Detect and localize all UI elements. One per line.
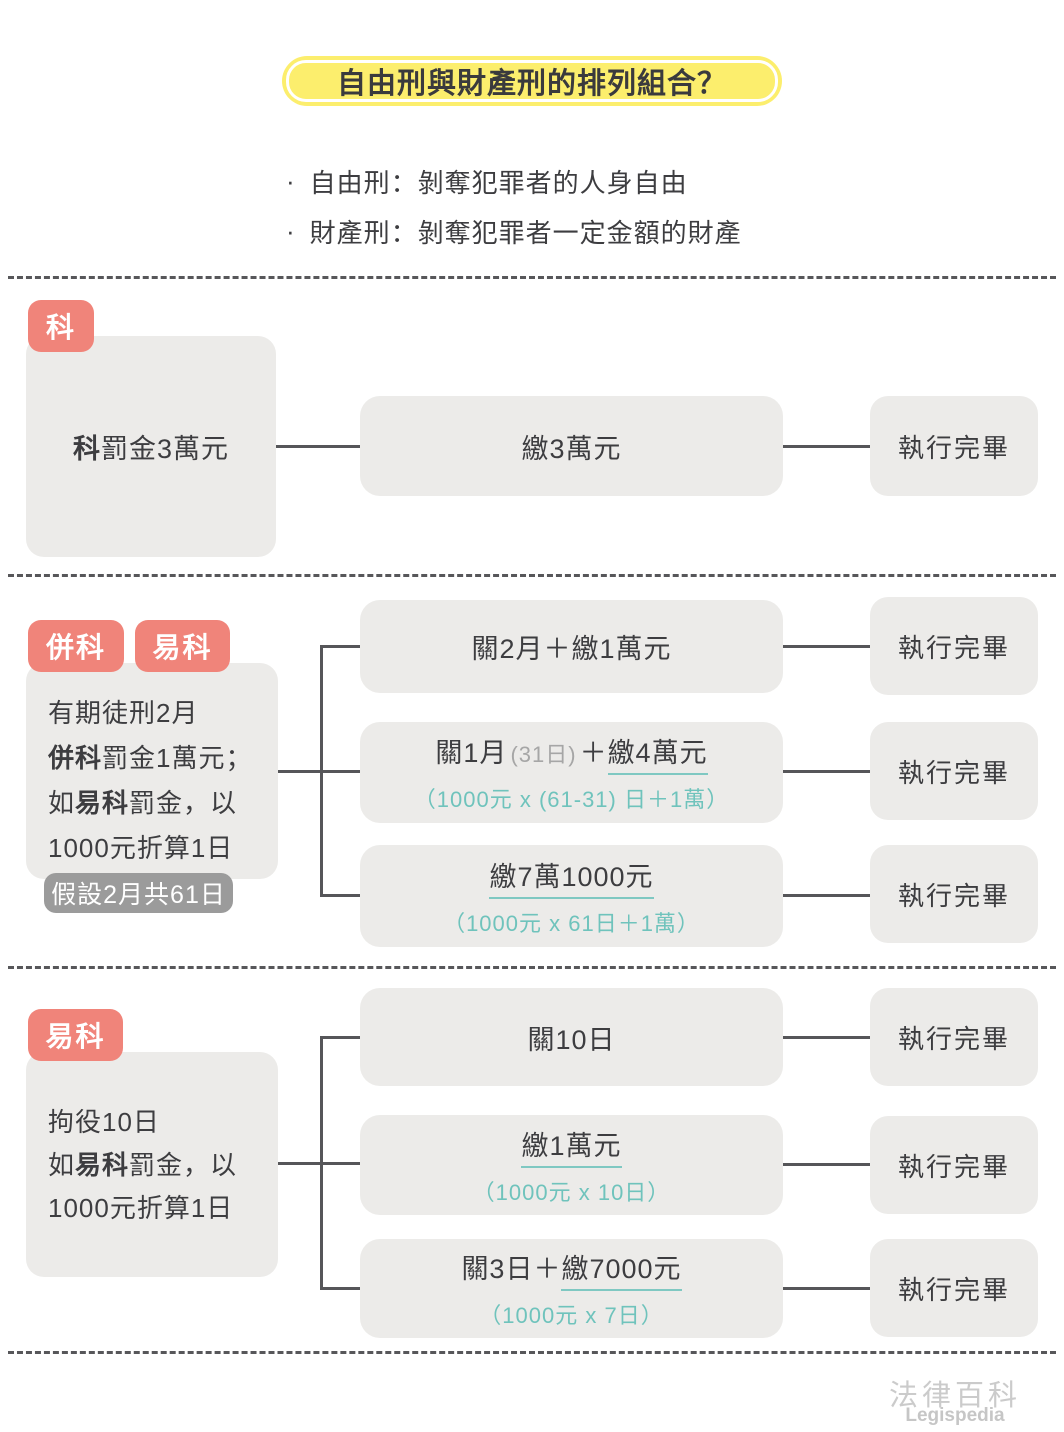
bullet-text: 自由刑：剝奪犯罪者的人身自由 <box>309 167 688 198</box>
case-text-bold: 併科 <box>48 743 103 773</box>
branch-box: 關10日 <box>360 988 783 1086</box>
connector-line <box>783 445 870 448</box>
connector-line <box>783 894 870 897</box>
result-label: 執行完畢 <box>897 1023 1010 1054</box>
branch-main: 繳7萬1000元 <box>489 855 654 899</box>
case-box: 拘役10日 如易科罰金，以 1000元折算1日 <box>26 1052 278 1277</box>
brand-logo-en: Legispedia <box>905 1405 1005 1426</box>
connector-line <box>783 1163 870 1166</box>
branch-text-underlined: 繳7萬1000元 <box>489 855 654 899</box>
result-label: 執行完畢 <box>897 880 1010 911</box>
case-line: 拘役10日 <box>48 1107 160 1137</box>
branch-box: 關2月＋繳1萬元 <box>360 600 783 693</box>
bullet-dot-icon: · <box>286 215 296 246</box>
connector-line <box>783 770 870 773</box>
branch-text: 關3日＋ <box>461 1254 562 1284</box>
branch-box: 關3日＋繳7000元 （1000元 x 7日） <box>360 1239 783 1338</box>
branch-main: 關2月＋繳1萬元 <box>471 634 672 664</box>
case-box: 科罰金3萬元 <box>26 336 276 557</box>
case-box: 有期徒刑2月 併科罰金1萬元； 如易科罰金，以 1000元折算1日 <box>26 663 278 879</box>
category-badge: 科 <box>28 300 94 352</box>
case-text-rest: 罰金1萬元； <box>102 743 253 773</box>
case-line: 1000元折算1日 <box>48 833 234 863</box>
case-line: 如易科罰金，以 <box>48 781 278 826</box>
result-label: 執行完畢 <box>897 757 1010 788</box>
branch-text: ＋ <box>579 738 608 768</box>
category-badge: 併科 <box>28 620 124 672</box>
branch-box: 繳3萬元 <box>360 396 783 496</box>
result-box: 執行完畢 <box>870 597 1038 695</box>
category-badge: 易科 <box>28 1009 123 1061</box>
bullet-dot-icon: · <box>286 165 296 196</box>
branch-main: 關3日＋繳7000元 <box>461 1247 682 1291</box>
branch-text-gray: (31日) <box>510 742 577 767</box>
branch-formula: （1000元 x (61-31) 日＋1萬） <box>413 787 730 812</box>
case-text-rest: 罰金3萬元 <box>100 434 230 464</box>
result-box: 執行完畢 <box>870 1116 1038 1214</box>
section-divider <box>8 966 1056 969</box>
brand-logo-zh: 法律百科 <box>888 1380 1021 1412</box>
connector-line <box>320 1036 323 1289</box>
branch-main: 繳1萬元 <box>521 1124 622 1168</box>
case-line: 如易科罰金，以 <box>48 1144 278 1187</box>
connector-line <box>320 645 323 897</box>
result-box: 執行完畢 <box>870 1239 1038 1337</box>
branch-main: 關10日 <box>527 1024 616 1055</box>
intro-bullet: · 財產刑：剝奪犯罪者一定金額的財產 <box>286 206 742 256</box>
result-label: 執行完畢 <box>897 1274 1010 1305</box>
result-box: 執行完畢 <box>870 722 1038 820</box>
case-text: 拘役10日 如易科罰金，以 1000元折算1日 <box>26 1052 278 1277</box>
result-label: 執行完畢 <box>897 632 1010 663</box>
section-divider <box>8 276 1056 279</box>
bullet-text: 財產刑：剝奪犯罪者一定金額的財產 <box>309 217 742 248</box>
branch-formula: （1000元 x 61日＋1萬） <box>443 910 700 936</box>
case-text-bold: 易科 <box>75 1150 130 1180</box>
connector-line <box>278 1162 360 1165</box>
case-text-rest: 罰金，以 <box>129 1150 238 1180</box>
branch-text-underlined: 繳4萬元 <box>607 731 708 775</box>
branch-text-underlined: 繳7000元 <box>561 1247 682 1291</box>
case-text: 科罰金3萬元 <box>73 427 229 466</box>
case-text-rest: 如 <box>48 788 76 818</box>
connector-line <box>320 1036 360 1039</box>
case-line: 1000元折算1日 <box>48 1193 234 1223</box>
branch-formula: （1000元 x 7日） <box>479 1303 664 1328</box>
branch-text: 關1月 <box>435 738 508 768</box>
branch-main: 關1月(31日)＋繳4萬元 <box>435 731 708 775</box>
result-box: 執行完畢 <box>870 845 1038 943</box>
branch-box: 關1月(31日)＋繳4萬元 （1000元 x (61-31) 日＋1萬） <box>360 722 783 823</box>
connector-line <box>783 645 870 648</box>
connector-line <box>783 1036 870 1039</box>
connector-line <box>320 645 360 648</box>
result-label: 執行完畢 <box>897 432 1010 463</box>
case-line: 有期徒刑2月 <box>48 698 199 728</box>
case-text-rest: 罰金，以 <box>129 788 238 818</box>
result-box: 執行完畢 <box>870 396 1038 496</box>
connector-line <box>320 1287 360 1290</box>
case-line: 併科罰金1萬元； <box>48 736 278 781</box>
case-text: 有期徒刑2月 併科罰金1萬元； 如易科罰金，以 1000元折算1日 <box>26 663 278 879</box>
section-divider <box>8 574 1056 577</box>
case-text-bold: 易科 <box>75 788 130 818</box>
branch-formula: （1000元 x 10日） <box>472 1179 671 1205</box>
branch-box: 繳7萬1000元 （1000元 x 61日＋1萬） <box>360 845 783 947</box>
connector-line <box>320 894 360 897</box>
connector-line <box>278 770 360 773</box>
result-label: 執行完畢 <box>897 1151 1010 1182</box>
page-title: 自由刑與財產刑的排列組合？ <box>286 60 778 102</box>
branch-text-underlined: 繳1萬元 <box>521 1124 622 1168</box>
connector-line <box>783 1287 870 1290</box>
intro-bullets: · 自由刑：剝奪犯罪者的人身自由 · 財產刑：剝奪犯罪者一定金額的財產 <box>286 156 742 256</box>
intro-bullet: · 自由刑：剝奪犯罪者的人身自由 <box>286 156 742 206</box>
case-text-bold: 科 <box>72 434 101 464</box>
branch-main: 繳3萬元 <box>521 433 622 464</box>
branch-box: 繳1萬元 （1000元 x 10日） <box>360 1115 783 1215</box>
connector-line <box>276 445 360 448</box>
section-divider <box>8 1351 1056 1354</box>
note-badge: 假設2月共61日 <box>44 873 233 913</box>
category-badge: 易科 <box>135 620 230 672</box>
case-text-rest: 如 <box>48 1150 76 1180</box>
title-pill: 自由刑與財產刑的排列組合？ <box>282 56 782 106</box>
result-box: 執行完畢 <box>870 988 1038 1086</box>
